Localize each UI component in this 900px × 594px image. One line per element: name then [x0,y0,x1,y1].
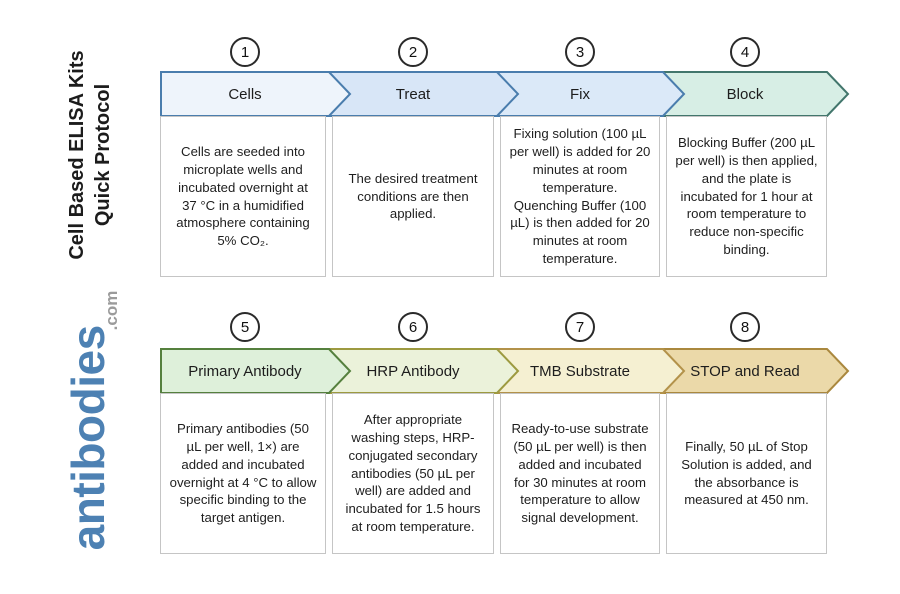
step-description-text-7: Ready-to-use substrate (50 µL per well) … [511,420,649,526]
step-description-7: Ready-to-use substrate (50 µL per well) … [500,393,660,554]
step-number-2: 2 [408,43,418,61]
step-description-3: Fixing solution (100 µL per well) is add… [500,116,660,277]
step-label-treat: Treat [396,86,431,103]
step-description-5: Primary antibodies (50 µL per well, 1×) … [160,393,326,554]
step-number-badge-6: 6 [398,312,428,342]
step-label-stop-and-read: STOP and Read [690,363,800,380]
step-description-text-8: Finally, 50 µL of Stop Solution is added… [681,438,812,508]
step-arrow-cells [160,71,352,117]
step-number-badge-5: 5 [230,312,260,342]
step-description-text-3: Fixing solution (100 µL per well) is add… [509,125,651,267]
step-number-badge-3: 3 [565,37,595,67]
step-number-badge-7: 7 [565,312,595,342]
step-description-4: Blocking Buffer (200 µL per well) is the… [666,116,827,277]
step-number-badge-2: 2 [398,37,428,67]
step-description-text-5: Primary antibodies (50 µL per well, 1×) … [169,420,317,526]
step-number-5: 5 [240,318,250,336]
step-arrow-primary-antibody [160,348,352,394]
step-description-text-1: Cells are seeded into microplate wells a… [176,143,310,249]
step-number-1: 1 [240,43,250,61]
step-number-badge-4: 4 [730,37,760,67]
step-description-text-6: After appropriate washing steps, HRP-con… [345,411,481,535]
step-number-4: 4 [740,43,750,61]
step-description-6: After appropriate washing steps, HRP-con… [332,393,494,554]
step-description-8: Finally, 50 µL of Stop Solution is added… [666,393,827,554]
step-description-text-4: Blocking Buffer (200 µL per well) is the… [675,134,818,258]
step-label-hrp-antibody: HRP Antibody [366,363,460,380]
step-label-block: Block [727,86,764,103]
logo-com-suffix: .com [102,290,121,331]
step-number-7: 7 [575,318,585,336]
step-number-badge-1: 1 [230,37,260,67]
step-description-1: Cells are seeded into microplate wells a… [160,116,326,277]
step-label-tmb-substrate: TMB Substrate [530,363,630,380]
step-description-text-2: The desired treatment conditions are the… [348,170,478,222]
step-label-primary-antibody: Primary Antibody [188,363,302,380]
step-number-badge-8: 8 [730,312,760,342]
step-number-3: 3 [575,43,585,61]
step-label-fix: Fix [570,86,590,103]
step-label-cells: Cells [228,86,261,103]
step-number-6: 6 [408,318,418,336]
step-arrow-fix [496,71,686,117]
step-arrow-row-2: Primary Antibody HRP Antibody TMB Substr… [160,348,850,394]
step-arrow-row-1: Cells Treat Fix Block [160,71,850,117]
step-number-8: 8 [740,318,750,336]
step-description-2: The desired treatment conditions are the… [332,116,494,277]
antibodies-logo: antibodies.com [62,258,121,578]
